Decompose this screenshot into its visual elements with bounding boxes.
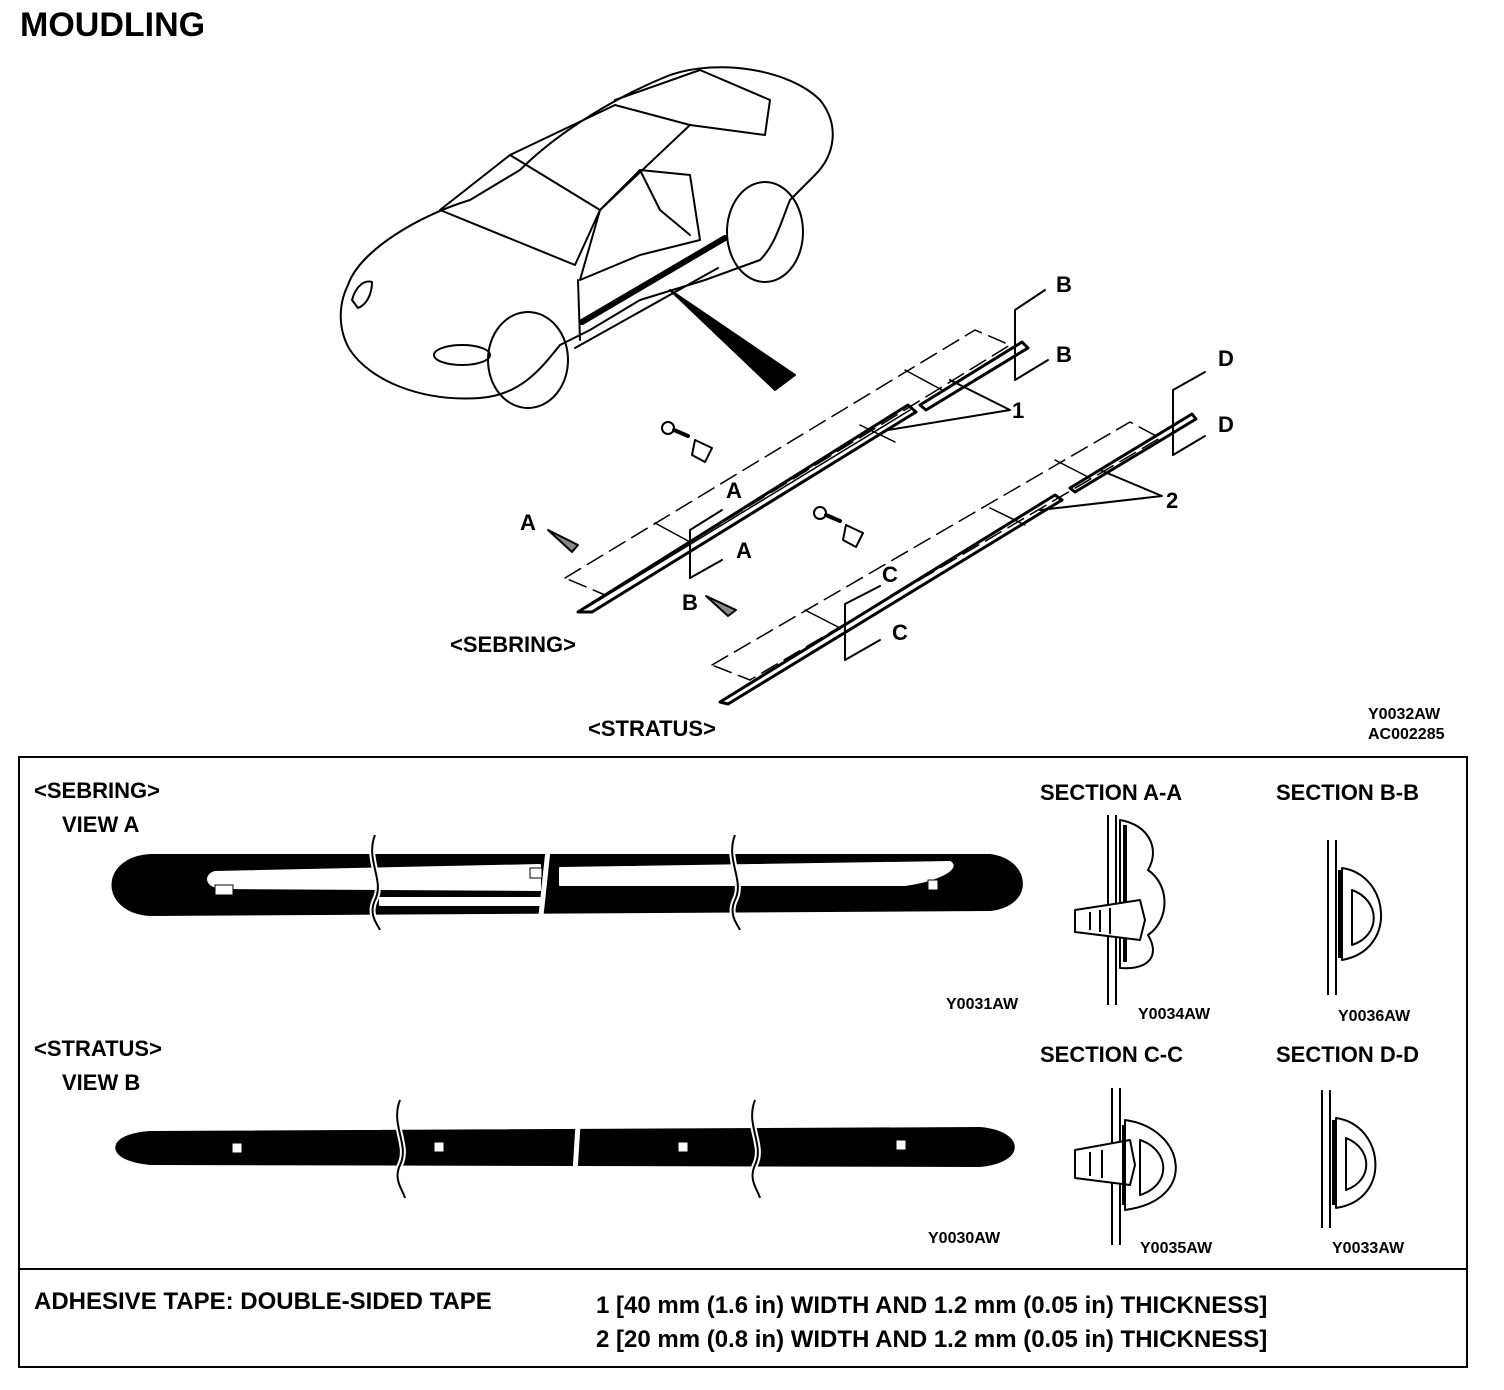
callout-d: D [1218,412,1234,437]
figure-code: AC002285 [1368,726,1445,743]
view-a-label: VIEW A [62,812,140,837]
callout-a: A [736,538,752,563]
sebring-label: <SEBRING> [450,632,576,657]
tape-spec-2: 2 [20 mm (0.8 in) WIDTH AND 1.2 mm (0.05… [596,1326,1268,1353]
section-a-title: SECTION A-A [1040,780,1183,805]
section-d-code: Y0033AW [1332,1240,1405,1257]
detail-box [18,756,1468,1368]
car-illustration [339,66,834,409]
tape-spec-1: 1 [40 mm (1.6 in) WIDTH AND 1.2 mm (0.05… [596,1292,1268,1319]
callout-b: B [1056,342,1072,367]
figure-code: Y0032AW [1368,706,1441,723]
footer-divider [18,1268,1468,1270]
stratus-box-label: <STRATUS> [34,1036,162,1061]
section-c-title: SECTION C-C [1040,1042,1183,1067]
callout-number-1: 1 [1012,398,1025,423]
section-c-code: Y0035AW [1140,1240,1213,1257]
callout-b: B [1056,272,1072,297]
callout-c: C [892,620,908,645]
section-d-title: SECTION D-D [1276,1042,1419,1067]
section-b-code: Y0036AW [1338,1008,1411,1025]
view-arrow-b-label: B [682,590,698,615]
view-b-label: VIEW B [62,1070,141,1095]
section-a-code: Y0034AW [1138,1006,1211,1023]
exploded-diagram [339,66,1206,706]
callout-number-2: 2 [1166,488,1179,513]
view-arrow-a-label: A [520,510,536,535]
sebring-box-label: <SEBRING> [34,778,160,803]
callout-d: D [1218,346,1234,371]
page-title: MOUDLING [20,6,206,44]
adhesive-tape-label: ADHESIVE TAPE: DOUBLE-SIDED TAPE [34,1288,492,1315]
callout-a: A [726,478,742,503]
stratus-label: <STRATUS> [588,716,716,741]
view-b-code: Y0030AW [928,1230,1001,1247]
section-b-title: SECTION B-B [1276,780,1419,805]
callout-c: C [882,562,898,587]
view-a-code: Y0031AW [946,996,1019,1013]
